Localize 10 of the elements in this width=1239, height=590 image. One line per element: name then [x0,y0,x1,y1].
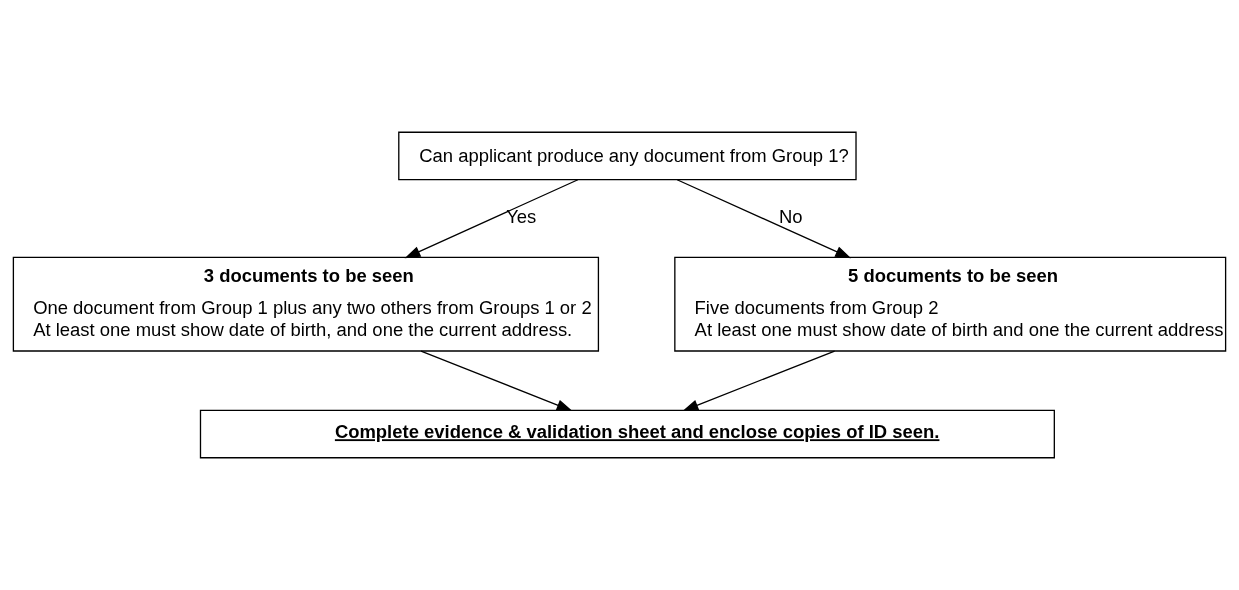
node-box: 5 documents to be seen Five documents from Group 2 At least one must show date of birth and one the current address [674,256,1227,352]
arrow [404,179,579,259]
arrow [420,350,573,411]
arrow [676,179,852,259]
edge-label: Yes [506,206,537,228]
arrow [682,350,836,411]
node-box: Complete evidence & validation sheet and enclose copies of ID seen. [199,409,1055,459]
node-box: 3 documents to be seen One document from Group 1 plus any two others from Groups 1 or 2 At least one must show date of birth, and one the current address. [12,256,600,352]
node-box: Can applicant produce any document from Group 1? [398,131,857,181]
edge-label: No [778,206,803,228]
